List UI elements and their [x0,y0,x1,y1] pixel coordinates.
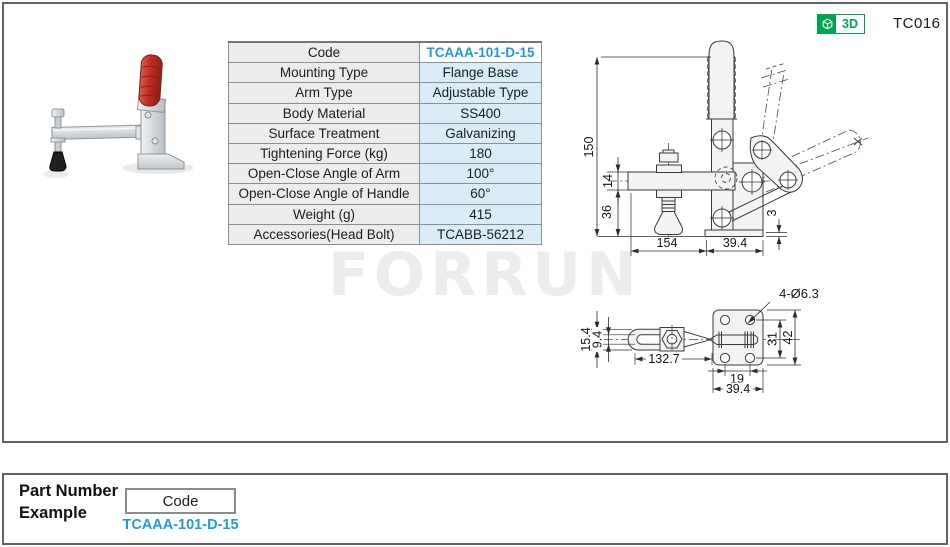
pivot-holes [710,128,798,230]
badge-3d-label: 3D [842,17,858,31]
dim-holes-callout: 4-Ø6.3 [779,286,819,301]
dim-overall-height: 150 [582,137,596,158]
spec-label: Surface Treatment [228,122,420,144]
dim-plate-width-top: 39.4 [726,382,750,396]
dim-arm-end-width: 15.4 [579,327,593,351]
cube-3d-icon [818,15,836,33]
model-code: TC016 [893,15,941,32]
part-number-title-line1: Part Number [19,482,119,500]
spec-label: Open-Close Angle of Handle [228,183,420,205]
table-row: Weight (g)415 [228,203,542,225]
dim-arm-to-base: 36 [600,205,614,219]
part-number-panel: Part Number Example Code TCAAA-101-D-15 [2,473,948,545]
dim-arm-length-top: 132.7 [648,352,679,366]
product-photo [43,54,193,178]
top-view: 4-Ø6.3 15.4 9.4 132.7 31 [579,286,819,396]
spec-value: TCABB-56212 [419,223,542,245]
dim-plate-length: 42 [781,331,795,345]
photo-shadow-tip [43,170,69,178]
watermark-logo: FORRUN [328,240,642,310]
spec-value: 100° [419,163,542,185]
clamp-body [140,103,166,157]
code-value: TCAAA-101-D-15 [122,517,239,533]
arm-top-view [627,325,759,354]
spec-value: Galvanizing [419,122,542,144]
dim-arm-length: 154 [657,236,678,250]
spec-value: 180 [419,142,542,165]
top-view-dimensions: 4-Ø6.3 15.4 9.4 132.7 31 [579,286,819,396]
spec-label: Accessories(Head Bolt) [228,223,420,245]
spec-label: Tightening Force (kg) [228,142,420,165]
table-row: Accessories(Head Bolt)TCABB-56212 [228,223,542,245]
clamp-outline [627,40,803,237]
spec-value: Flange Base [419,62,542,84]
spindle [654,149,683,235]
code-box: Code [125,488,236,514]
spec-label: Body Material [228,102,420,124]
pivot-rivet [144,111,152,119]
red-handle [138,54,163,107]
dim-hole-pitch-v: 31 [766,332,780,346]
front-view: 150 14 36 3 154 39.4 [582,40,869,256]
dim-slot-width: 9.4 [591,331,605,348]
pivot-rivet [151,137,159,145]
badge-3d[interactable]: 3D [817,14,865,34]
spec-value: SS400 [419,102,542,124]
spec-label: Weight (g) [228,203,420,225]
spec-value: TCAAA-101-D-15 [419,41,542,64]
head-bolt [49,108,67,172]
spec-label: Arm Type [228,82,420,104]
table-row: Tightening Force (kg)180 [228,142,542,165]
front-view-dimensions: 150 14 36 3 154 39.4 [582,56,787,256]
spec-label: Mounting Type [228,62,420,84]
dim-plate-thickness: 3 [765,209,779,216]
part-number-title-line2: Example [19,504,87,522]
flange-base [137,153,185,170]
spec-value: 60° [419,183,542,205]
spec-label: Open-Close Angle of Arm [228,163,420,185]
dim-base-width: 39.4 [723,236,747,250]
spec-label: Code [228,41,420,64]
spec-value: 415 [419,203,542,225]
clamp-arm [51,124,147,140]
dim-arm-thickness: 14 [601,174,615,188]
spec-value: Adjustable Type [419,82,542,104]
technical-drawing: 150 14 36 3 154 39.4 [579,40,869,396]
